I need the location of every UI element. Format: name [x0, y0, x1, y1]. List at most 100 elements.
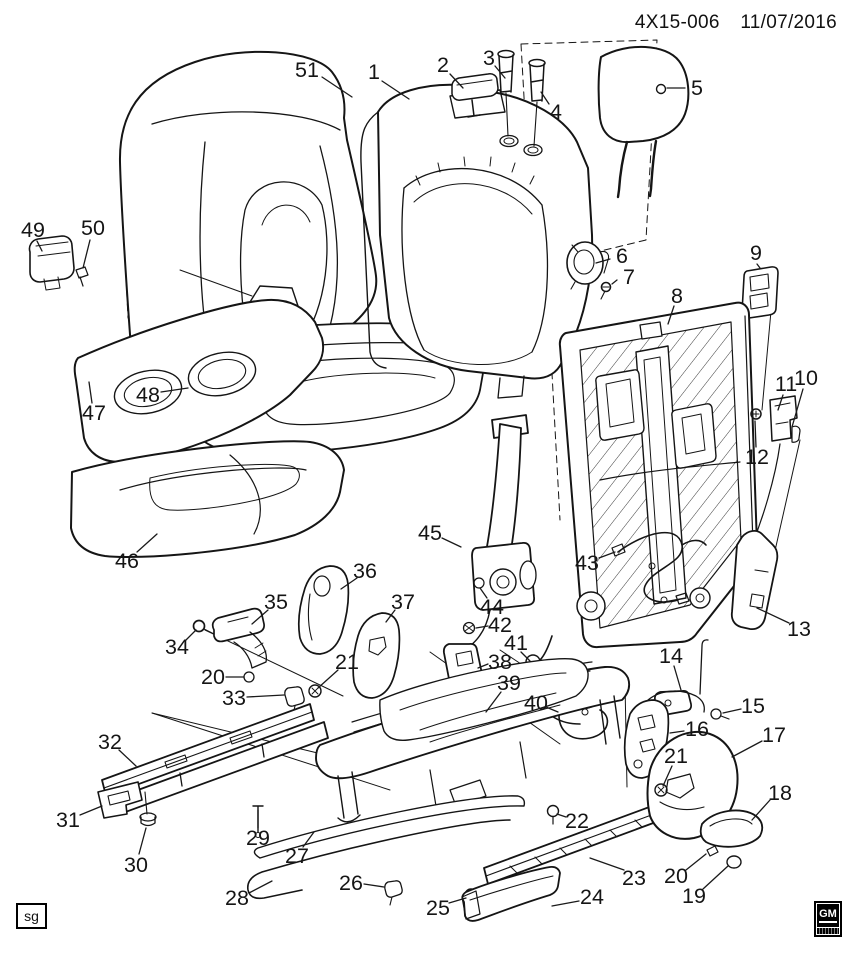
drawing-header: 4X15-006 11/07/2016 [635, 12, 837, 34]
svg-text:13: 13 [787, 617, 811, 641]
bezel-2 [451, 73, 499, 101]
svg-text:36: 36 [353, 559, 377, 583]
svg-text:34: 34 [165, 635, 189, 659]
svg-text:47: 47 [82, 401, 106, 425]
bolt-12 [750, 408, 762, 420]
svg-text:21: 21 [335, 650, 359, 674]
callout-16: 16 [669, 717, 709, 741]
svg-text:16: 16 [685, 717, 709, 741]
svg-text:33: 33 [222, 686, 246, 710]
pin-10 [791, 425, 801, 443]
svg-text:18: 18 [768, 781, 792, 805]
headrest-guide-parts-drawing [451, 49, 546, 147]
svg-text:49: 49 [21, 218, 45, 242]
callout-4: 4 [540, 91, 562, 124]
handle-pad-18 [699, 809, 764, 848]
guide-pin-3 [497, 49, 515, 137]
svg-text:2: 2 [437, 53, 449, 77]
callout-49: 49 [21, 218, 45, 252]
rod-28 [246, 819, 511, 900]
svg-text:20: 20 [664, 864, 688, 888]
side-module-drawing [730, 530, 779, 631]
callout-23: 23 [589, 857, 646, 890]
svg-text:30: 30 [124, 853, 148, 877]
callout-20: 20 [201, 665, 245, 689]
svg-text:17: 17 [762, 723, 786, 747]
callout-47: 47 [82, 381, 106, 425]
svg-text:39: 39 [497, 671, 521, 695]
callout-42: 42 [475, 613, 512, 637]
callout-37: 37 [385, 590, 415, 623]
callout-3: 3 [483, 46, 506, 79]
svg-text:6: 6 [616, 244, 628, 268]
callout-14: 14 [659, 644, 683, 691]
callout-25: 25 [426, 896, 467, 920]
callout-15: 15 [722, 694, 765, 718]
recliner-cover-36 [297, 565, 350, 655]
gm-logo-strip [817, 928, 839, 934]
svg-text:29: 29 [246, 826, 270, 850]
callout-50: 50 [81, 216, 105, 269]
svg-text:21: 21 [664, 744, 688, 768]
svg-text:7: 7 [623, 265, 635, 289]
svg-text:9: 9 [750, 241, 762, 265]
svg-text:45: 45 [418, 521, 442, 545]
callout-33: 33 [222, 686, 285, 710]
screw-7 [600, 281, 612, 293]
svg-text:8: 8 [671, 284, 683, 308]
callout-21: 21 [662, 744, 688, 787]
svg-text:25: 25 [426, 896, 450, 920]
drawing-date: 11/07/2016 [740, 12, 837, 33]
svg-text:15: 15 [741, 694, 765, 718]
seat-cushion-foam-drawing [70, 440, 345, 558]
callout-5: 5 [666, 76, 703, 100]
callout-19: 19 [682, 865, 729, 908]
bolt-21 [654, 783, 668, 797]
svg-text:14: 14 [659, 644, 683, 668]
svg-text:19: 19 [682, 884, 706, 908]
svg-text:41: 41 [504, 631, 528, 655]
callout-43: 43 [575, 551, 616, 575]
svg-text:5: 5 [691, 76, 703, 100]
seat-frame-drawing [246, 658, 631, 900]
latch-49 [28, 235, 75, 283]
callout-13: 13 [756, 607, 811, 641]
armrest-cupholder-drawing [28, 235, 325, 487]
gm-logo: GM [814, 901, 842, 937]
bolt-21 [308, 684, 322, 698]
callout-1: 1 [368, 60, 410, 100]
nut-42 [462, 621, 476, 635]
callout-17: 17 [731, 723, 786, 758]
bolt-44 [473, 577, 485, 589]
seat-belt-drawing [442, 414, 537, 687]
clip-20 [706, 845, 719, 857]
headrest-drawing [597, 46, 690, 199]
bracket-11 [769, 395, 798, 442]
svg-text:20: 20 [201, 665, 225, 689]
svg-text:26: 26 [339, 871, 363, 895]
svg-text:12: 12 [745, 445, 769, 469]
callout-38: 38 [477, 650, 512, 674]
svg-text:51: 51 [295, 58, 319, 82]
latch-6 [566, 241, 604, 285]
callout-44: 44 [479, 587, 504, 619]
bracket-31 [97, 781, 143, 819]
svg-text:50: 50 [81, 216, 105, 240]
plug-19 [726, 855, 742, 869]
artist-tag: sg [24, 908, 39, 924]
bolt-30 [139, 812, 157, 822]
gm-logo-frame: GM [817, 904, 839, 927]
svg-text:44: 44 [480, 595, 504, 619]
callout-45: 45 [418, 521, 462, 548]
nut-20 [243, 671, 255, 683]
callout-9: 9 [750, 241, 762, 269]
guide-pin-4 [528, 58, 546, 147]
callout-22: 22 [556, 809, 589, 833]
callout-31: 31 [56, 805, 103, 832]
svg-text:28: 28 [225, 886, 249, 910]
callout-11: 11 [775, 372, 797, 411]
gm-logo-text: GM [819, 908, 837, 923]
recliner-cover-37 [352, 612, 401, 699]
